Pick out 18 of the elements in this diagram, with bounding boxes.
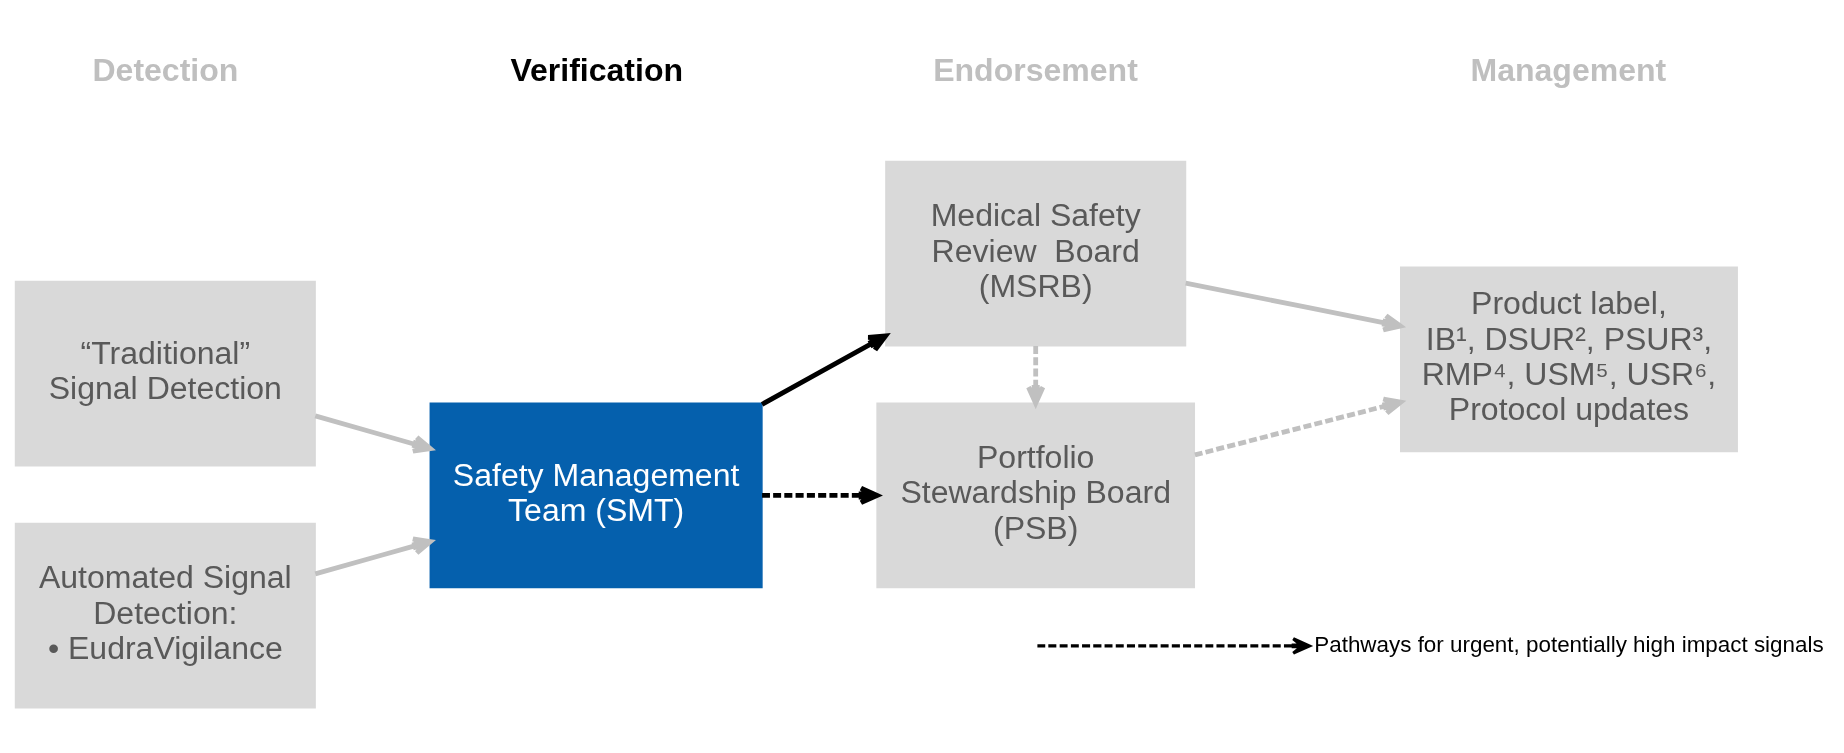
label: Detection <box>92 51 239 88</box>
node-box: Automated Signal Detection: • EudraVigilance <box>14 522 316 709</box>
node-box: Portfolio Stewardship Board (PSB) <box>876 402 1196 589</box>
node-box: “Traditional” Signal Detection <box>14 280 316 467</box>
legend-label: Pathways for urgent, potentially high impact signals <box>1314 631 1824 657</box>
arrow <box>1185 280 1403 333</box>
arrow <box>1026 346 1046 406</box>
arrow <box>760 333 889 407</box>
arrow <box>314 413 433 454</box>
arrow <box>1194 396 1404 458</box>
label: Endorsement <box>933 51 1138 88</box>
label: Verification <box>510 51 684 88</box>
node-box: Safety Management Team (SMT) <box>429 402 763 589</box>
label: Management <box>1470 51 1667 88</box>
arrow <box>314 536 433 577</box>
node-box: Product label, IB¹, DSUR², PSUR³, RMP⁴, USM⁵, USR⁶, Protocol updates <box>1400 266 1738 453</box>
node-box: Medical Safety Review Board (MSRB) <box>885 160 1187 347</box>
arrow <box>762 485 880 505</box>
